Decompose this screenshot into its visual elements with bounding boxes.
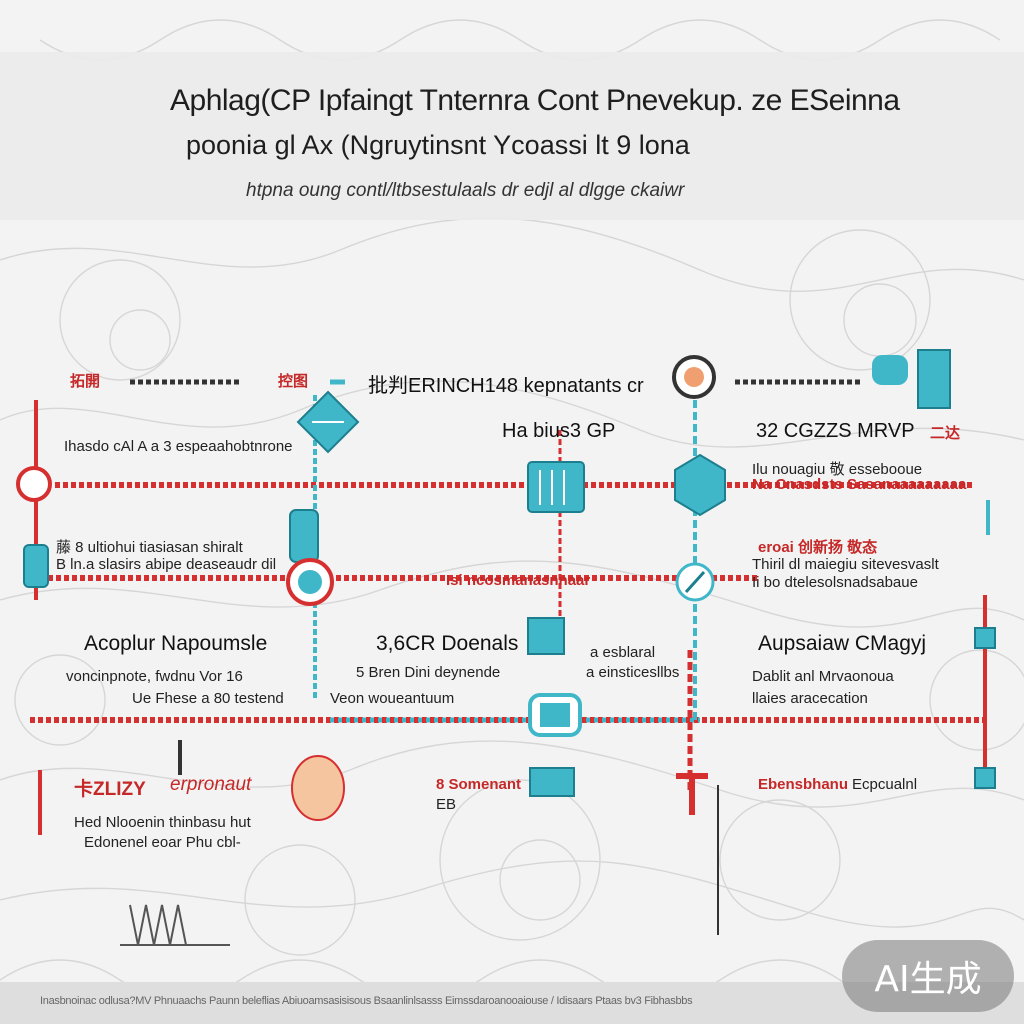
label-right-top: 32 CGZZS MRVP xyxy=(756,420,915,442)
label-bottom-left-a: Hed Nlooenin thinbasu hut xyxy=(74,814,251,831)
label-mid-row2: Isi ncosmanasnnaar xyxy=(446,572,591,589)
diagram-title-line2: poonia gl Ax (Ngruytinsnt Ycoassi lt 9 l… xyxy=(186,130,690,160)
label-top-center: 批判ERINCH148 kepnatants cr xyxy=(368,375,644,397)
node-right-teal-small xyxy=(974,627,996,789)
label-bottom-left-italic: erpronaut xyxy=(170,774,252,795)
label-right-row2-red: eroai 创新扬 敬态 xyxy=(758,539,878,556)
label-right-row2a: Thiril dl maiegiu sitevesvaslt xyxy=(752,556,939,573)
label-top-left: 拓開 xyxy=(70,373,101,390)
label-left-row2b: B ln.a slasirs abipe deaseaudr dil xyxy=(56,556,277,573)
label-right-mid-a: Dablit anl Mrvaonoua xyxy=(752,668,894,685)
label-center-mid-b: Veon woueantuum xyxy=(330,690,455,707)
label-right-row2b: Ii bo dtelesolsnadsabaue xyxy=(752,574,918,591)
label-right-row1b: Na Cnasdsts Sasanaaaaaaaaa xyxy=(752,476,967,493)
node-circle-col2 xyxy=(286,558,334,606)
node-clock-top xyxy=(672,355,716,399)
label-right-mid-b: llaies aracecation xyxy=(752,690,868,707)
ai-generated-badge: AI生成 xyxy=(842,940,1014,1012)
node-diamond-top xyxy=(296,390,360,454)
ai-generated-label: AI生成 xyxy=(874,959,982,1000)
label-bottom-left-red: 卡ZLIZY xyxy=(74,779,146,800)
node-hand-sketch xyxy=(291,755,345,821)
node-left-teal-pill xyxy=(23,544,49,588)
node-circle-col4 xyxy=(675,562,715,602)
node-server-col3 xyxy=(527,461,585,513)
diagram-title: Aphlag(CP Ipfaingt Tnternra Cont Pneveku… xyxy=(170,84,900,117)
label-bottom-left-b: Edonenel eoar Phu cbl- xyxy=(84,834,241,851)
node-square-col3-mid xyxy=(527,617,565,655)
label-center-mid-d: a einsticesllbs xyxy=(586,664,680,681)
label-center-mid-c: a esblaral xyxy=(590,644,656,661)
footer-text: Inasbnoinac odlusa?MV Phnuaachs Paunn be… xyxy=(40,995,693,1007)
label-bottom-center-red: 8 Somenant xyxy=(436,776,522,793)
node-red-t-shape xyxy=(676,773,708,815)
node-box-col3-bottom xyxy=(529,767,575,797)
sketch-mark-bottom xyxy=(120,904,230,946)
diagram-subtitle: htpna oung contl/ltbsestulaals dr edjl a… xyxy=(246,180,685,201)
label-right-top-red: 二达 xyxy=(930,425,961,442)
label-left-mid-title: Acoplur Napoumsle xyxy=(84,632,268,655)
header-panel xyxy=(0,52,1024,220)
label-right-mid-title: Aupsaiaw CMagyj xyxy=(758,632,927,655)
label-center-mid-title: 3,6CR Doenals xyxy=(376,632,519,655)
label-top-mid: 控图 xyxy=(278,373,309,390)
label-bottom-center-b: EB xyxy=(436,796,457,813)
label-left-row2a: 藤 8 ultiohui tiasiasan shiralt xyxy=(56,539,243,556)
label-right-row1a: Ilu nouagiu 敬 essebooue xyxy=(752,461,923,478)
node-building-topright xyxy=(872,349,951,409)
label-node-b: Ha bius3 GP xyxy=(502,420,616,442)
node-pill-col2 xyxy=(289,509,319,563)
label-left-mid-a: voncinpnote, fwdnu Vor 16 xyxy=(66,668,243,685)
label-left-row1: Ihasdo cAl A a 3 espeaahobtnrone xyxy=(64,438,293,455)
node-capsule-col3-bottom xyxy=(528,693,582,737)
label-left-mid-b: Ue Fhese a 80 testend xyxy=(132,690,284,707)
node-hex-col4 xyxy=(674,453,726,517)
node-left-red-circle xyxy=(16,466,52,502)
label-bottom-right-red: Ebensbhanu xyxy=(758,776,849,793)
label-center-mid-a: 5 Bren Dini deynende xyxy=(356,664,501,681)
label-bottom-right: Ecpcualnl xyxy=(852,776,918,793)
